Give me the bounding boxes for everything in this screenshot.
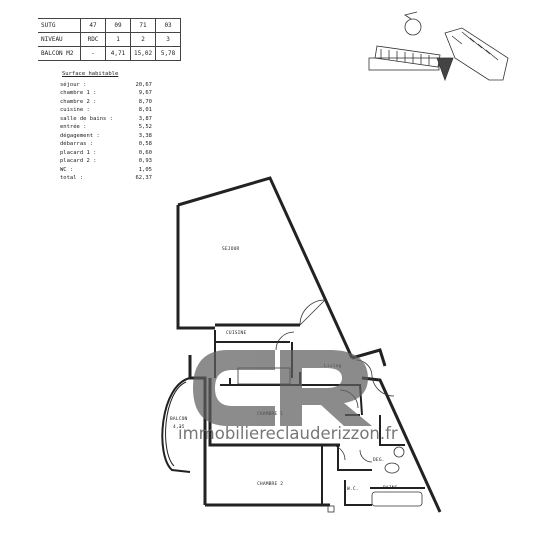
site-map bbox=[368, 11, 509, 82]
surface-row-label: WC : bbox=[60, 166, 74, 173]
surface-row: total : 62,37 bbox=[60, 174, 152, 183]
room-label-bains: BAINS bbox=[383, 486, 398, 491]
surface-row-label: chambre 2 : bbox=[60, 98, 97, 105]
surface-row: placard 2 : 0,93 bbox=[60, 157, 152, 166]
surface-row-label: séjour : bbox=[60, 81, 87, 88]
compass-icon bbox=[404, 18, 422, 36]
surface-row-value: 8,01 bbox=[138, 107, 152, 113]
surface-row-label: cuisine : bbox=[60, 107, 90, 113]
balcony-outline bbox=[161, 377, 191, 473]
surface-row-value: 0,93 bbox=[138, 158, 152, 164]
surface-row-value: 62,37 bbox=[135, 175, 152, 181]
surface-row-label: chambre 1 : bbox=[60, 90, 97, 96]
surface-title: Surface habitable bbox=[62, 71, 119, 77]
room-label-chambre2: CHAMBRE 2 bbox=[257, 482, 284, 487]
level-table-cell: - bbox=[80, 46, 106, 61]
surface-row-value: 0,60 bbox=[138, 149, 152, 156]
surface-row: séjour : 20,67 bbox=[60, 81, 152, 90]
surface-row-value: 0,58 bbox=[138, 141, 152, 147]
surface-row-value: 8,70 bbox=[138, 98, 152, 105]
room-label-wc: W.C. bbox=[347, 487, 359, 492]
surface-row-value: 9,67 bbox=[138, 90, 152, 96]
surface-row: cuisine : 8,01 bbox=[60, 106, 152, 115]
surface-row: WC : 1,05 bbox=[60, 166, 152, 175]
surface-row-value: 1,05 bbox=[138, 166, 152, 173]
surface-row-label: débarras : bbox=[60, 141, 94, 147]
surface-row: salle de bains : 3,87 bbox=[60, 115, 152, 124]
surface-row-label: entrée : bbox=[60, 124, 87, 130]
surface-row-label: salle de bains : bbox=[60, 115, 113, 122]
level-table-cell: 5,78 bbox=[155, 46, 182, 61]
surface-row: chambre 1 : 9,67 bbox=[60, 89, 152, 98]
surface-row-value: 5,52 bbox=[138, 124, 152, 130]
surface-row: placard 1 : 0,60 bbox=[60, 149, 152, 158]
surface-row-value: 3,87 bbox=[138, 115, 152, 122]
surface-row: débarras : 0,58 bbox=[60, 140, 152, 149]
surface-row-label: total : bbox=[60, 175, 84, 181]
room-label-sejour: SEJOUR bbox=[222, 247, 240, 252]
level-table-cell: 15,02 bbox=[129, 46, 157, 61]
surface-row: chambre 2 : 8,70 bbox=[60, 98, 152, 107]
room-label-balcon-area: 4,35 bbox=[173, 425, 185, 430]
surface-row-value: 3,38 bbox=[138, 132, 152, 139]
surface-row-value: 20,67 bbox=[135, 81, 152, 88]
watermark-text: immobiliereclauderizzon.fr bbox=[178, 424, 398, 443]
surface-row-label: placard 1 : bbox=[60, 149, 97, 156]
surface-row: entrée : 5,52 bbox=[60, 123, 152, 132]
room-label-balcon: BALCON bbox=[170, 417, 188, 422]
surface-row-label: dégagement : bbox=[60, 132, 100, 139]
surface-row: dégagement : 3,38 bbox=[60, 132, 152, 141]
surface-row-label: placard 2 : bbox=[60, 158, 97, 164]
room-label-deg: DEG. bbox=[373, 458, 385, 463]
room-label-cuisine: CUISINE bbox=[226, 331, 247, 336]
